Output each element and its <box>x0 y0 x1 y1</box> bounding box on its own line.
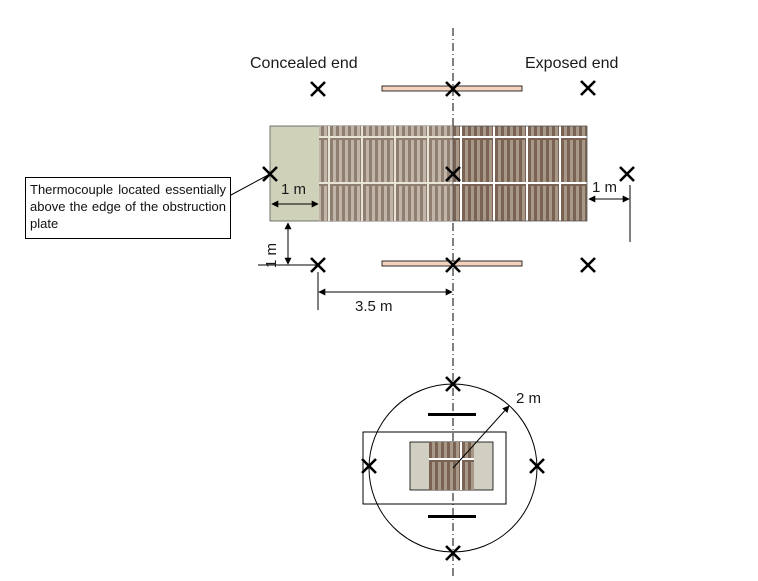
thermocouple-x-icon <box>619 166 635 182</box>
thermocouple-x-icon <box>310 81 326 97</box>
outer-boundary-rect <box>362 431 507 505</box>
fuel-array <box>269 125 588 222</box>
thermocouple-callout-box: Thermocouple located essentially above t… <box>25 177 231 239</box>
thermocouple-callout-text: Thermocouple located essentially above t… <box>30 182 226 231</box>
dim-1m-right-label: 1 m <box>592 179 617 196</box>
lower-obstruction-plate-bottom <box>428 515 476 518</box>
dim-3-5m-label: 3.5 m <box>355 298 393 315</box>
callout-leader-line <box>230 173 271 196</box>
thermocouple-x-icon <box>580 80 596 96</box>
thermocouple-x-icon <box>445 166 461 182</box>
dim-2m-radius-line <box>452 405 510 469</box>
measurement-circle <box>368 383 538 553</box>
thermocouple-x-icon <box>445 257 461 273</box>
lower-fuel-pallets <box>429 442 474 490</box>
thermocouple-x-icon <box>580 257 596 273</box>
dim-1m-vertical-label: 1 m <box>263 243 280 268</box>
dim-2m-radius-label: 2 m <box>516 390 541 407</box>
lower-obstruction-plate-top <box>428 413 476 416</box>
dim-1m-left-label: 1 m <box>281 181 306 198</box>
exposed-end-label: Exposed end <box>525 55 618 72</box>
concealed-pallets <box>319 126 453 221</box>
concealed-end-label: Concealed end <box>250 55 358 72</box>
thermocouple-x-icon <box>445 545 461 561</box>
exposed-pallets <box>452 125 588 222</box>
thermocouple-x-icon <box>445 81 461 97</box>
